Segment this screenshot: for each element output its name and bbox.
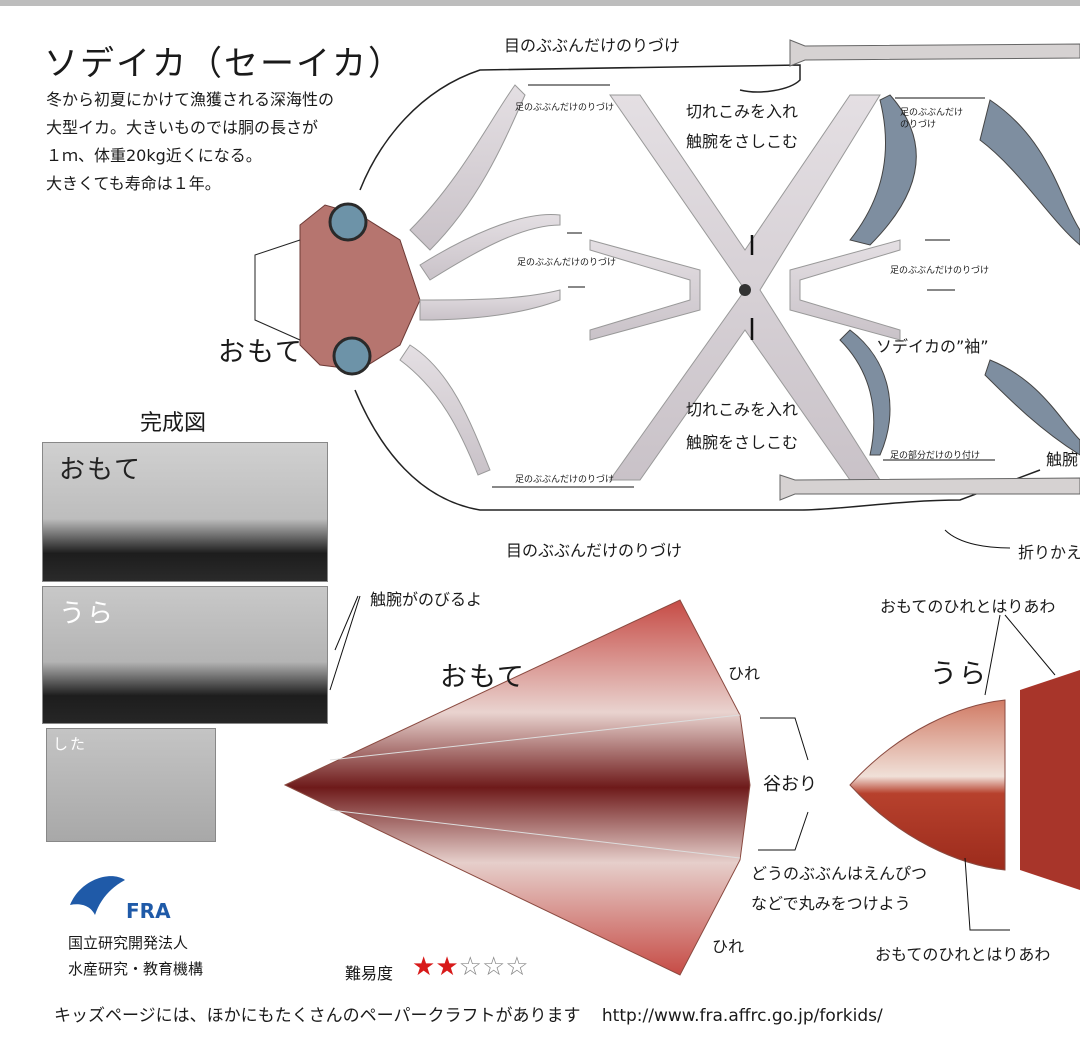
leg-glue-label: のりづけ	[900, 120, 937, 130]
arm	[409, 84, 526, 251]
fin-label-top: ひれ	[728, 664, 761, 683]
body-ura	[849, 699, 1006, 871]
difficulty-label: 難易度	[345, 964, 394, 983]
completed-photo-shita: した	[46, 728, 216, 842]
sleeve-fin	[849, 94, 917, 246]
arm	[419, 213, 561, 281]
organization-name: 国立研究開発法人 水産研究・教育機構	[68, 930, 203, 982]
leg-glue-label: 足のぶぶんだけのりづけ	[515, 103, 615, 113]
head-bracket	[254, 239, 301, 341]
leg-glue-label: 足のぶぶんだけのりづけ	[515, 475, 615, 485]
completed-photo-ura: うら	[42, 586, 328, 724]
completed-photo-omote: おもて	[42, 442, 328, 582]
photo-caption: した	[53, 735, 88, 753]
organization-line: 国立研究開発法人	[68, 934, 189, 952]
sleeve-fin	[979, 99, 1080, 246]
description-line: 冬から初夏にかけて漁獲される深海性の	[46, 90, 335, 109]
tentacle-bottom	[779, 474, 1080, 501]
tentacle-note: 触腕がのびるよ	[370, 590, 483, 609]
eye-glue-label-bottom: 目のぶぶんだけのりづけ	[506, 541, 683, 560]
leg-glue-label: 足のぶぶんだけのりづけ	[890, 266, 990, 276]
fold-line	[329, 714, 741, 761]
page-title: ソデイカ（セーイカ）	[44, 44, 404, 84]
description-line: 大きくても寿命は１年。	[46, 174, 221, 193]
leg-glue-label: 足のぶぶんだけ	[900, 108, 964, 118]
omote-head-label: おもて	[218, 337, 304, 368]
cut-instruction-bottom: 切れこみを入れ	[686, 400, 799, 419]
footer: キッズページには、ほかにもたくさんのペーパークラフトがあります http://w…	[54, 1001, 883, 1026]
star-filled-icon: ★	[412, 952, 436, 982]
arm	[419, 289, 561, 321]
tentacle-note-lines	[329, 595, 361, 691]
description: 冬から初夏にかけて漁獲される深海性の 大型イカ。大きいものでは胴の長さが １ｍ、…	[46, 86, 406, 198]
fra-logo-text: FRA	[126, 899, 171, 923]
arm-star	[789, 239, 901, 341]
fin-match-lines	[984, 614, 1056, 696]
tentacle-label: 触腕	[1046, 450, 1079, 469]
fin-match-label-top: おもてのひれとはりあわ	[880, 597, 1056, 616]
eye-top	[328, 202, 368, 242]
top-border	[0, 0, 1080, 6]
ura-body-label: うら	[930, 659, 988, 690]
valley-fold-label: 谷おり	[763, 774, 817, 795]
footer-text: キッズページには、ほかにもたくさんのペーパークラフトがあります	[54, 1006, 581, 1026]
arm-star	[589, 239, 701, 341]
sleeve-fin	[984, 359, 1080, 456]
cut-instruction-top: 触腕をさしこむ	[686, 132, 799, 151]
fin-label-bottom: ひれ	[712, 937, 745, 956]
omote-body-label: おもて	[440, 662, 526, 693]
arm	[399, 344, 491, 476]
fold-line	[329, 809, 741, 859]
photo-caption: おもて	[59, 455, 142, 485]
fin-match-lines-bottom	[964, 857, 1010, 931]
fin-match-label-bottom: おもてのひれとはりあわ	[875, 945, 1051, 964]
fold-note-arrow	[944, 529, 1011, 549]
footer-link[interactable]: http://www.fra.affrc.go.jp/forkids/	[601, 1006, 883, 1026]
cut-instruction-top: 切れこみを入れ	[686, 102, 799, 121]
body-ura-main	[1020, 670, 1080, 890]
valley-fold-bracket	[758, 717, 809, 851]
body-round-instruction: などで丸みをつけよう	[751, 894, 911, 913]
description-line: １ｍ、体重20kg近くになる。	[46, 146, 262, 165]
guide-line-bottom	[354, 389, 1041, 511]
fra-logo-mark	[70, 876, 125, 915]
star-empty-icon: ☆	[458, 952, 482, 982]
organization-line: 水産研究・教育機構	[68, 960, 204, 978]
star-empty-icon: ☆	[481, 952, 506, 982]
tentacle-top	[789, 39, 1080, 67]
fold-label: 折りかえ	[1018, 543, 1080, 562]
arm-star-center	[739, 284, 751, 296]
eye-bottom	[332, 336, 372, 376]
photo-caption: うら	[59, 599, 116, 629]
body-omote	[283, 599, 751, 976]
difficulty-stars: ★★☆☆☆	[412, 952, 529, 982]
star-filled-icon: ★	[435, 952, 459, 982]
leg-glue-label: 足の部分だけのり付け	[890, 451, 981, 461]
body-round-instruction: どうのぶぶんはえんぴつ	[751, 864, 928, 883]
guide-line-top	[359, 64, 801, 191]
leg-glue-label: 足のぶぶんだけのりづけ	[517, 258, 617, 268]
sleeve-fin	[839, 329, 891, 456]
completion-title: 完成図	[140, 411, 207, 436]
star-empty-icon: ☆	[505, 952, 529, 982]
description-line: 大型イカ。大きいものでは胴の長さが	[46, 118, 319, 137]
cut-instruction-bottom: 触腕をさしこむ	[686, 433, 799, 452]
eye-glue-label-top: 目のぶぶんだけのりづけ	[504, 36, 681, 55]
sode-label: ソデイカの”袖”	[876, 337, 989, 356]
